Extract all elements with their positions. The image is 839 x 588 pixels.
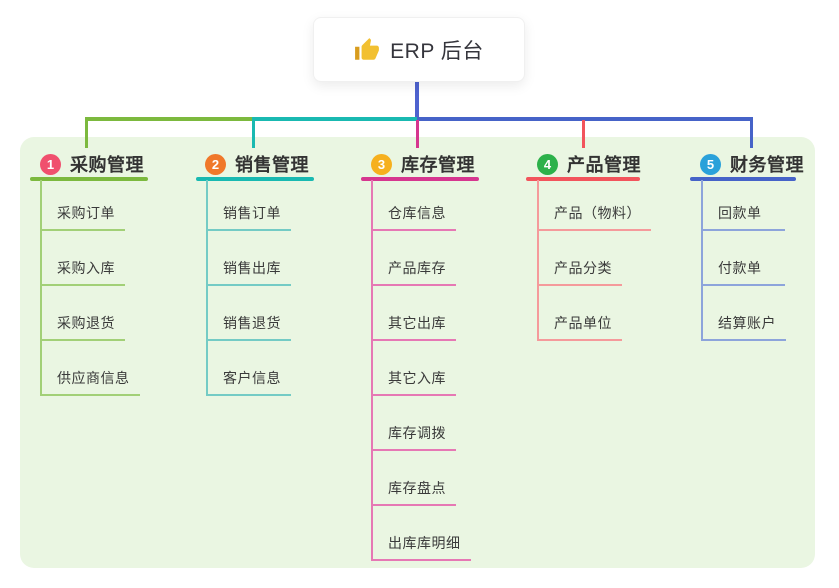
child-node[interactable]: 产品单位	[537, 315, 622, 341]
branch-node-5[interactable]: 5 财务管理	[700, 152, 804, 176]
connector-branch5-horizontal	[417, 117, 752, 121]
child-node[interactable]: 采购退货	[40, 315, 125, 341]
branch-5-title: 财务管理	[730, 155, 804, 175]
child-node[interactable]: 其它出库	[371, 315, 456, 341]
child-node[interactable]: 产品库存	[371, 260, 456, 286]
child-node[interactable]: 付款单	[701, 260, 785, 286]
branch-1-badge: 1	[40, 153, 61, 175]
child-node[interactable]: 回款单	[701, 205, 785, 231]
branch-node-2[interactable]: 2 销售管理	[205, 152, 309, 176]
child-node[interactable]: 销售订单	[206, 205, 291, 231]
child-node[interactable]: 销售退货	[206, 315, 291, 341]
child-node[interactable]: 供应商信息	[40, 370, 140, 396]
branch-2-child-spine	[206, 180, 208, 396]
branch-node-4[interactable]: 4 产品管理	[537, 152, 641, 176]
child-node[interactable]: 库存盘点	[371, 480, 456, 506]
branch-4-child-spine	[537, 180, 539, 341]
child-node[interactable]: 采购订单	[40, 205, 125, 231]
child-node[interactable]: 产品（物料）	[537, 205, 651, 231]
connector-branch5-drop	[750, 117, 753, 148]
branch-4-badge: 4	[537, 153, 558, 175]
branch-1-underline	[30, 177, 148, 181]
branch-node-1[interactable]: 1 采购管理	[40, 152, 144, 176]
child-node[interactable]: 采购入库	[40, 260, 125, 286]
branch-3-underline	[361, 177, 479, 181]
child-node[interactable]: 客户信息	[206, 370, 291, 396]
thumbs-up-icon	[354, 37, 380, 63]
branch-1-child-spine	[40, 180, 42, 396]
branch-4-title: 产品管理	[567, 155, 641, 175]
child-node[interactable]: 仓库信息	[371, 205, 456, 231]
connector-branch3-drop	[416, 120, 419, 148]
root-node[interactable]: ERP 后台	[313, 17, 525, 82]
branch-2-badge: 2	[205, 153, 226, 175]
child-node[interactable]: 库存调拨	[371, 425, 456, 451]
connector-branch1-horizontal	[86, 117, 253, 121]
branch-5-underline	[690, 177, 796, 181]
branch-1-title: 采购管理	[70, 155, 144, 175]
branch-5-badge: 5	[700, 153, 721, 175]
branch-5-child-spine	[701, 180, 703, 341]
root-title: ERP 后台	[390, 39, 484, 63]
branch-4-underline	[526, 177, 640, 181]
connector-branch2-horizontal	[253, 117, 417, 121]
connector-root-drop	[415, 82, 419, 119]
branch-3-badge: 3	[371, 153, 392, 175]
connector-branch4-drop	[582, 120, 585, 148]
connector-branch1-drop	[85, 117, 88, 148]
child-node[interactable]: 产品分类	[537, 260, 622, 286]
branch-3-title: 库存管理	[401, 155, 475, 175]
child-node[interactable]: 出库库明细	[371, 535, 471, 561]
child-node[interactable]: 其它入库	[371, 370, 456, 396]
connector-branch2-drop	[252, 117, 255, 148]
child-node[interactable]: 结算账户	[701, 315, 786, 341]
branch-2-title: 销售管理	[235, 155, 309, 175]
branches-panel	[20, 137, 815, 568]
branch-3-child-spine	[371, 180, 373, 561]
branch-node-3[interactable]: 3 库存管理	[371, 152, 475, 176]
child-node[interactable]: 销售出库	[206, 260, 291, 286]
branch-2-underline	[196, 177, 314, 181]
